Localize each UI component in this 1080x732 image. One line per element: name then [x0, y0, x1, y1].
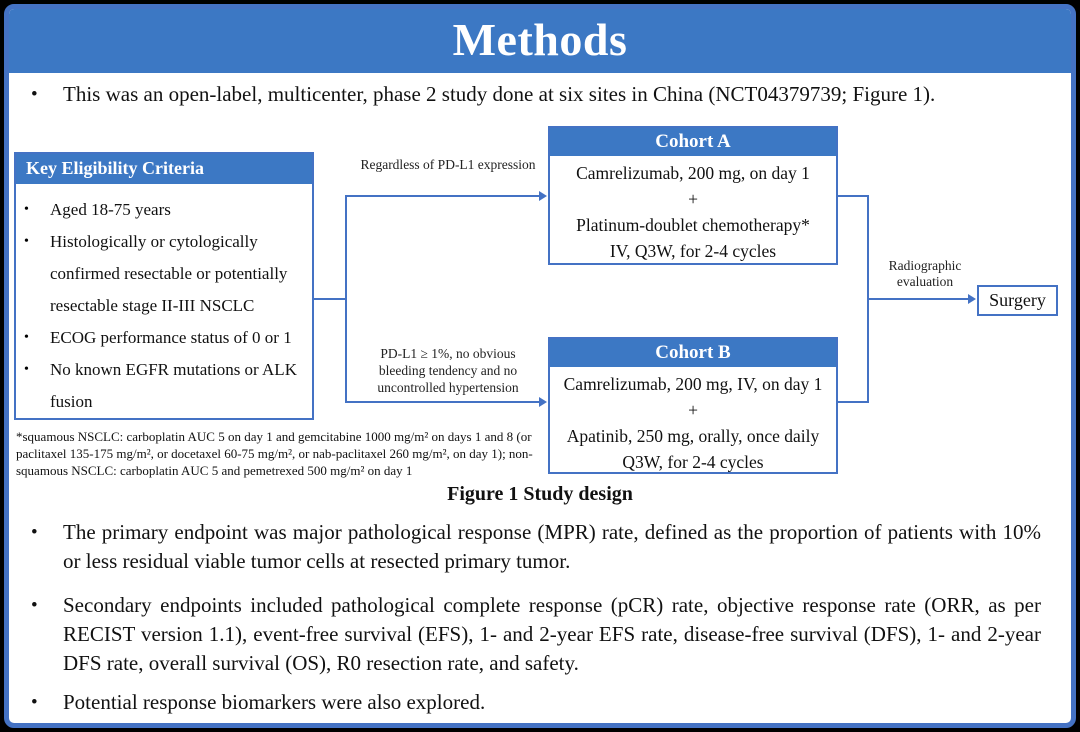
surgery-box: Surgery — [977, 285, 1058, 316]
cohort-a-body: Camrelizumab, 200 mg, on day 1 + Platinu… — [550, 156, 836, 264]
bullet-icon: • — [24, 362, 29, 377]
cohort-b-line: Apatinib, 250 mg, orally, once daily — [566, 426, 820, 446]
slide-frame: Methods • This was an open-label, multic… — [4, 4, 1076, 728]
cohort-a-line: Camrelizumab, 200 mg, on day 1 — [576, 163, 810, 183]
connector-eligibility-stub — [314, 298, 347, 300]
figure-footnote: *squamous NSCLC: carboplatin AUC 5 on da… — [16, 429, 533, 478]
connector-cohort-b-stub — [838, 401, 869, 403]
bullet-icon: • — [31, 692, 38, 713]
evaluation-label: Radiographic evaluation — [888, 258, 962, 289]
bullet-icon: • — [31, 84, 38, 105]
branch-top-label: Regardless of PD-L1 expression — [360, 157, 536, 172]
cohort-a-line: + — [688, 189, 698, 209]
branch-vertical-line — [345, 195, 347, 403]
figure-caption: Figure 1 Study design — [447, 483, 633, 505]
eligibility-item: • ECOG performance status of 0 or 1 — [24, 322, 306, 354]
eligibility-item: • No known EGFR mutations or ALK fusion — [24, 354, 306, 418]
cohort-a-box: Cohort A Camrelizumab, 200 mg, on day 1 … — [548, 126, 838, 265]
cohort-b-line: Camrelizumab, 200 mg, IV, on day 1 — [563, 374, 823, 394]
bullet-icon: • — [24, 234, 29, 249]
eligibility-item: • Aged 18-75 years — [24, 194, 306, 226]
cohort-b-body: Camrelizumab, 200 mg, IV, on day 1 + Apa… — [550, 367, 836, 475]
connector-cohort-a-stub — [838, 195, 869, 197]
cohort-a-line: Platinum-doublet chemotherapy* — [576, 215, 810, 235]
arrow-line-to-cohort-a — [345, 195, 540, 197]
bullet-icon: • — [24, 202, 29, 217]
arrow-line-to-surgery — [868, 298, 969, 300]
arrowhead-cohort-b-icon — [539, 397, 547, 407]
intro-bullet-text: This was an open-label, multicenter, pha… — [63, 82, 936, 106]
arrowhead-surgery-icon — [968, 294, 976, 304]
cohort-b-box: Cohort B Camrelizumab, 200 mg, IV, on da… — [548, 337, 838, 474]
intro-bullet: • This was an open-label, multicenter, p… — [29, 80, 1051, 109]
title-bar: Methods — [9, 9, 1071, 73]
branch-bottom-label: PD-L1 ≥ 1%, no obvious bleeding tendency… — [377, 346, 519, 395]
surgery-label: Surgery — [989, 290, 1046, 310]
cohort-b-line: + — [688, 400, 698, 420]
endpoint-bullet: • Secondary endpoints included pathologi… — [31, 593, 1041, 675]
bullet-icon: • — [31, 595, 38, 616]
eligibility-item: • Histologically or cytologically confir… — [24, 226, 306, 322]
endpoint-bullet: • The primary endpoint was major patholo… — [31, 520, 1041, 573]
bullet-icon: • — [24, 330, 29, 345]
endpoint-bullet: • Potential response biomarkers were als… — [29, 688, 1041, 717]
bullet-icon: • — [31, 522, 38, 543]
eligibility-header: Key Eligibility Criteria — [16, 154, 312, 184]
eligibility-list: • Aged 18-75 years • Histologically or c… — [16, 184, 312, 418]
page-title: Methods — [452, 14, 628, 65]
cohort-a-header: Cohort A — [550, 128, 836, 156]
arrow-line-to-cohort-b — [345, 401, 540, 403]
cohort-b-line: Q3W, for 2-4 cycles — [622, 452, 764, 472]
eligibility-box: Key Eligibility Criteria • Aged 18-75 ye… — [14, 152, 314, 420]
cohort-a-line: IV, Q3W, for 2-4 cycles — [609, 241, 777, 261]
arrowhead-cohort-a-icon — [539, 191, 547, 201]
cohort-b-header: Cohort B — [550, 339, 836, 367]
